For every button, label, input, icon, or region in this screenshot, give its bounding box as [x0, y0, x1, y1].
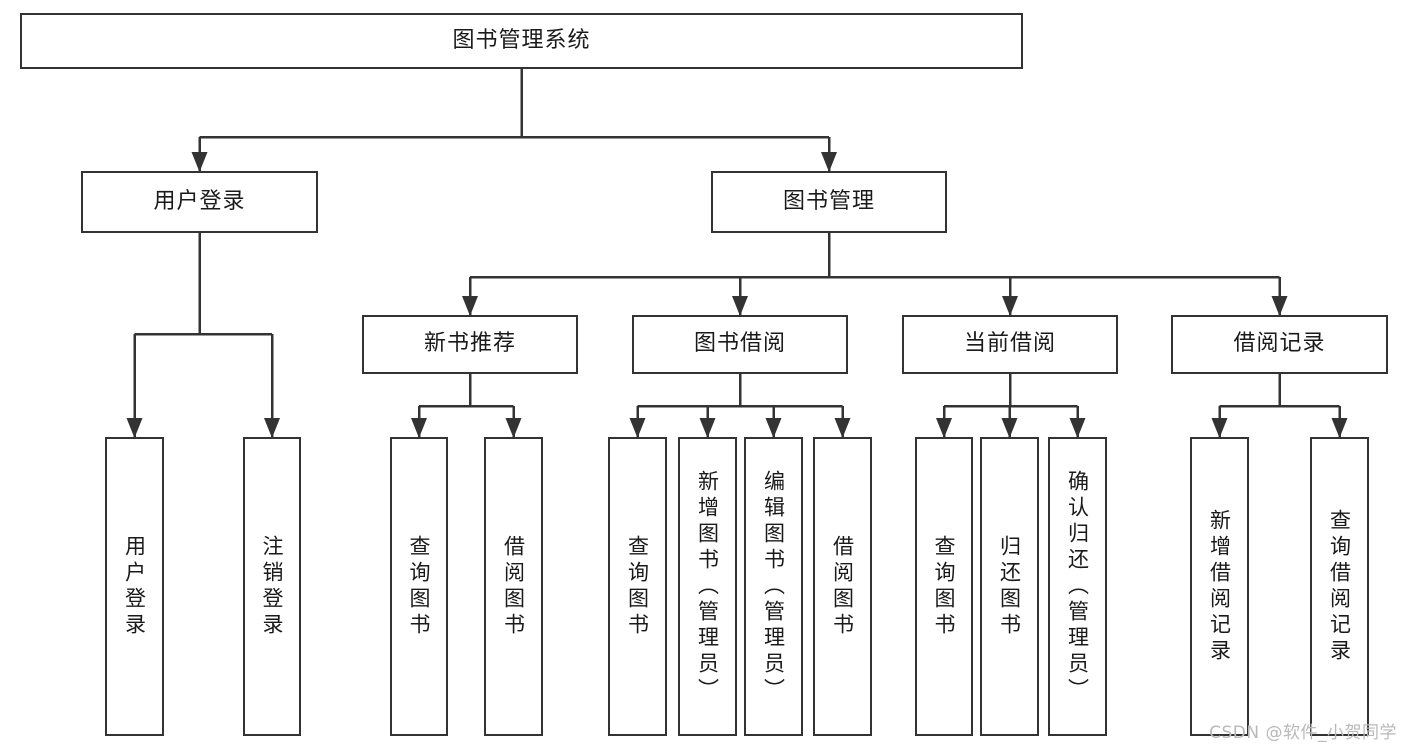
node-current-borrowing-label: 当前借阅: [963, 331, 1056, 357]
leaf-add-borrow-record[interactable]: 新增借阅记录: [1190, 437, 1249, 736]
watermark: CSDN @软件_小贺同学: [1209, 723, 1397, 743]
node-user-login-label: 用户登录: [153, 188, 246, 214]
node-book-borrowing[interactable]: 图书借阅: [632, 315, 848, 374]
leaf-user-login[interactable]: 用户登录: [105, 437, 164, 736]
node-book-management[interactable]: 图书管理: [711, 171, 947, 233]
leaf-query-borrow-record-label: 查询借阅记录: [1327, 508, 1352, 665]
leaf-add-borrow-record-label: 新增借阅记录: [1207, 508, 1232, 665]
leaf-edit-book-admin-label: 编辑图书（管理员）: [761, 469, 786, 704]
leaf-borrow-book-label: 借阅图书: [830, 534, 855, 639]
leaf-query-borrow-record[interactable]: 查询借阅记录: [1310, 437, 1369, 736]
node-book-borrowing-label: 图书借阅: [693, 331, 786, 357]
leaf-new-query-book[interactable]: 查询图书: [390, 437, 448, 736]
leaf-borrow-book[interactable]: 借阅图书: [813, 437, 872, 736]
node-new-book-recommendation[interactable]: 新书推荐: [362, 315, 578, 374]
leaf-current-query-book[interactable]: 查询图书: [915, 437, 973, 736]
leaf-current-query-book-label: 查询图书: [932, 534, 957, 639]
node-new-book-recommendation-label: 新书推荐: [423, 331, 516, 357]
leaf-confirm-return-admin-label: 确认归还（管理员）: [1065, 469, 1090, 704]
leaf-return-book[interactable]: 归还图书: [980, 437, 1039, 736]
leaf-new-borrow-book[interactable]: 借阅图书: [484, 437, 543, 736]
leaf-user-login-label: 用户登录: [122, 534, 147, 639]
leaf-logout-label: 注销登录: [260, 534, 285, 639]
leaf-new-query-book-label: 查询图书: [407, 534, 432, 639]
node-root[interactable]: 图书管理系统: [20, 13, 1023, 69]
node-book-management-label: 图书管理: [782, 188, 875, 214]
leaf-return-book-label: 归还图书: [997, 534, 1022, 639]
leaf-borrow-query-book[interactable]: 查询图书: [608, 437, 667, 736]
leaf-borrow-query-book-label: 查询图书: [625, 534, 650, 639]
leaf-new-borrow-book-label: 借阅图书: [501, 534, 526, 639]
leaf-edit-book-admin[interactable]: 编辑图书（管理员）: [744, 437, 803, 736]
leaf-add-book-admin-label: 新增图书（管理员）: [695, 469, 720, 704]
node-borrow-records[interactable]: 借阅记录: [1171, 315, 1388, 374]
node-user-login[interactable]: 用户登录: [81, 171, 318, 233]
leaf-add-book-admin[interactable]: 新增图书（管理员）: [678, 437, 737, 736]
leaf-confirm-return-admin[interactable]: 确认归还（管理员）: [1048, 437, 1107, 736]
node-borrow-records-label: 借阅记录: [1233, 331, 1326, 357]
leaf-logout[interactable]: 注销登录: [243, 437, 301, 736]
node-current-borrowing[interactable]: 当前借阅: [902, 315, 1118, 374]
node-root-label: 图书管理系统: [452, 27, 591, 53]
